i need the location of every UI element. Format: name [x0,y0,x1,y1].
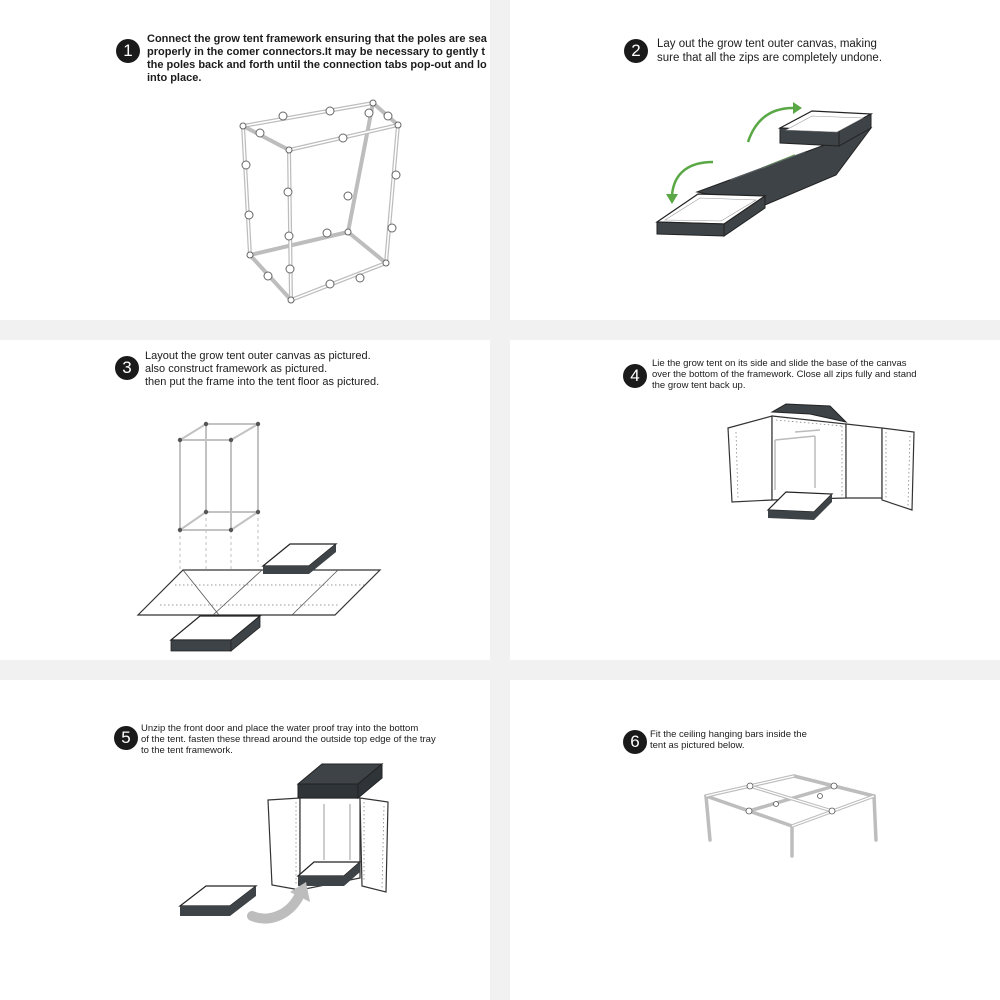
canvas-layout-illustration [510,0,1000,320]
step-5-panel: 5 Unzip the front door and place the wat… [0,680,490,1000]
step-4-panel: 4 Lie the grow tent on its side and slid… [510,340,1000,660]
frame-into-floor-illustration [0,340,490,660]
slide-canvas-illustration [510,340,1000,660]
step-3-panel: 3 Layout the grow tent outer canvas as p… [0,340,490,660]
step-1-panel: 1 Connect the grow tent framework ensuri… [0,0,490,320]
ceiling-bars-illustration [510,680,1000,1000]
place-tray-illustration [0,680,490,1000]
step-6-panel: 6 Fit the ceiling hanging bars inside th… [510,680,1000,1000]
framework-assembly-illustration [0,0,490,320]
step-2-panel: 2 Lay out the grow tent outer canvas, ma… [510,0,1000,320]
